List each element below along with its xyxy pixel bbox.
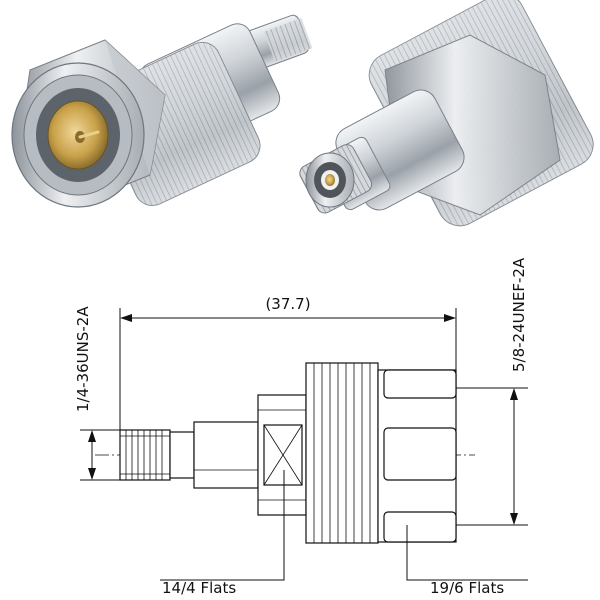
- photo-n-male-front: [11, 14, 313, 208]
- overall-length-label: (37.7): [265, 295, 310, 313]
- sma-thread-body: [119, 429, 171, 481]
- sma-thread-lines: [120, 430, 170, 480]
- technical-drawing: (37.7) 1/4-36UNS-2A 5/8-24UNEF-2A 14/4 F…: [74, 257, 528, 597]
- hex-small-label: 14/4 Flats: [162, 579, 236, 597]
- knurled-coupling: [305, 362, 379, 544]
- photo-sma-female-side: [299, 0, 594, 227]
- hex-large-label: 19/6 Flats: [430, 579, 504, 597]
- right-thread-label: 5/8-24UNEF-2A: [510, 257, 528, 372]
- left-thread-label: 1/4-36UNS-2A: [74, 306, 92, 412]
